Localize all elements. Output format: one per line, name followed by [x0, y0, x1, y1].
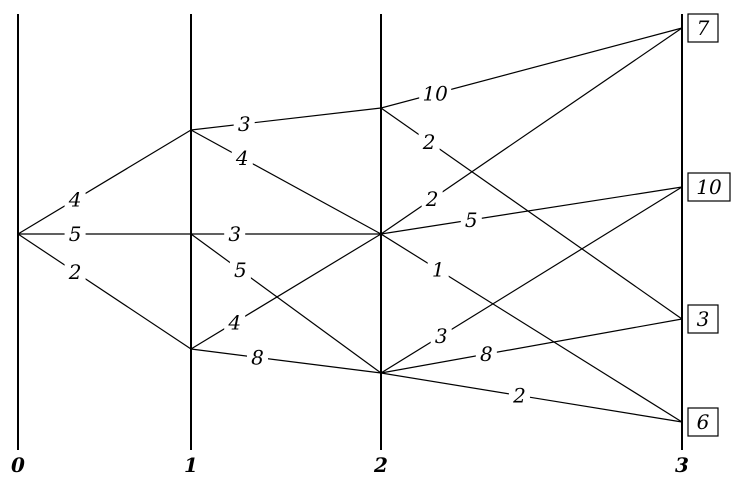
edge-weight-b-f: 5	[234, 258, 247, 282]
edge-weight-f-t3: 8	[480, 342, 493, 366]
edge-label-bg	[508, 384, 530, 407]
terminal-t1: 7	[687, 13, 719, 43]
edge-label-bg	[430, 324, 452, 347]
stage-label-2: 2	[373, 453, 388, 477]
edge-f-t4	[380, 372, 683, 423]
terminal-box	[687, 304, 719, 334]
edge-a-d	[190, 107, 382, 131]
edge-label-bg	[247, 346, 268, 369]
terminal-value-t2: 10	[696, 175, 722, 199]
edge-label-bg	[233, 112, 255, 135]
edge-weight-a-e: 4	[235, 146, 249, 170]
edge-weight-e-t1: 2	[425, 187, 439, 211]
edge-label-bg	[475, 343, 497, 366]
stage-labels: 0 1 2 3	[11, 453, 689, 477]
edge-weight-d-t1: 10	[422, 82, 448, 106]
terminal-t4: 6	[687, 407, 719, 437]
edge-weight-a-d: 3	[238, 112, 251, 136]
edge-label-bg	[64, 188, 86, 211]
edge-b-f	[190, 233, 382, 374]
edge-label-bg	[224, 311, 246, 334]
edge-label-bg	[418, 130, 440, 153]
edge-c-e	[190, 233, 382, 350]
edge-f-t2	[380, 186, 683, 374]
edge-f-t3	[380, 318, 683, 374]
edge-weight-e-t2: 5	[465, 208, 478, 232]
edge-weight-s0-b: 5	[69, 222, 82, 246]
edge-weight-s0-a: 4	[68, 188, 82, 212]
edge-weight-e-t4: 1	[432, 258, 445, 282]
edge-label-bg	[421, 187, 443, 210]
edge-e-t4	[380, 233, 683, 423]
terminal-value-t4: 6	[697, 410, 710, 434]
edge-weight-c-f: 8	[251, 345, 264, 369]
edge-label-bg	[224, 223, 246, 245]
terminal-box	[687, 407, 719, 437]
stage-label-1: 1	[184, 453, 198, 477]
edge-label-bg	[419, 82, 452, 105]
edge-e-t2	[380, 186, 683, 235]
terminal-value-t3: 3	[697, 307, 710, 331]
terminal-t3: 3	[687, 304, 719, 334]
stage-label-0: 0	[11, 453, 25, 477]
edge-s0-a	[17, 129, 192, 235]
terminal-value-t1: 7	[697, 16, 710, 40]
edge-c-f	[190, 348, 382, 374]
terminal-box	[687, 13, 719, 43]
terminal-t2: 10	[687, 172, 731, 202]
edge-weight-d-t3: 2	[422, 130, 436, 154]
edge-weight-f-t2: 3	[435, 324, 448, 348]
edge-label-bg	[460, 208, 482, 231]
edges	[17, 27, 683, 423]
edge-label-bg	[64, 223, 86, 245]
edge-s0-c	[17, 233, 192, 350]
edge-label-bg	[229, 259, 251, 282]
edge-label-bg	[427, 258, 449, 281]
terminal-box	[687, 172, 731, 202]
edge-weight-s0-c: 2	[68, 260, 82, 284]
edge-label-bg	[231, 147, 253, 170]
terminal-values: 7 10 3 6	[687, 13, 731, 437]
edge-weight-b-e: 3	[228, 222, 241, 246]
edge-weight-c-e: 4	[227, 311, 241, 335]
stage-label-3: 3	[675, 453, 689, 477]
stage-lines	[17, 14, 683, 450]
edge-label-bg	[64, 260, 86, 283]
edge-weight-f-t4: 2	[512, 384, 526, 408]
edge-a-e	[190, 129, 382, 235]
